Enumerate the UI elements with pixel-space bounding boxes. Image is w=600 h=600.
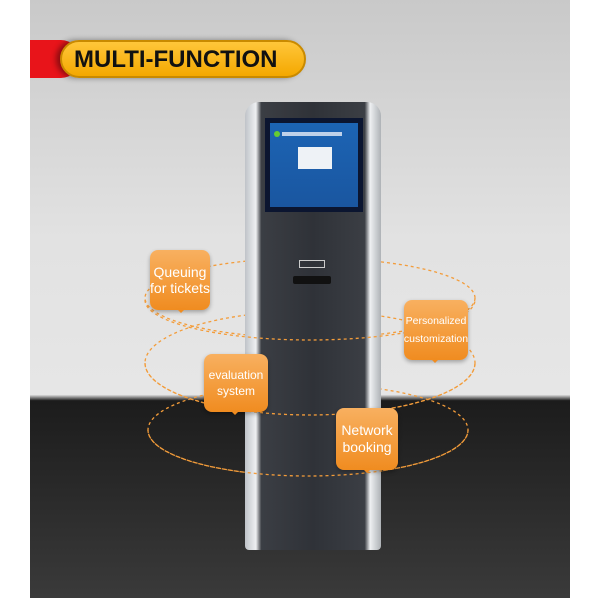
feature-evaluation: evaluation system bbox=[204, 354, 268, 415]
ticket-slot bbox=[293, 276, 331, 284]
banner: MULTI-FUNCTION bbox=[30, 40, 306, 78]
banner-title: MULTI-FUNCTION bbox=[74, 46, 278, 73]
kiosk-emblem bbox=[299, 260, 325, 268]
feature-personalized: Personalized customization bbox=[404, 300, 468, 363]
kiosk-screen bbox=[265, 118, 363, 212]
feature-queuing: Queuing for tickets bbox=[150, 250, 210, 313]
banner-pill bbox=[60, 40, 306, 78]
kiosk-machine bbox=[245, 102, 381, 550]
feature-network-booking: Network booking bbox=[336, 408, 398, 473]
